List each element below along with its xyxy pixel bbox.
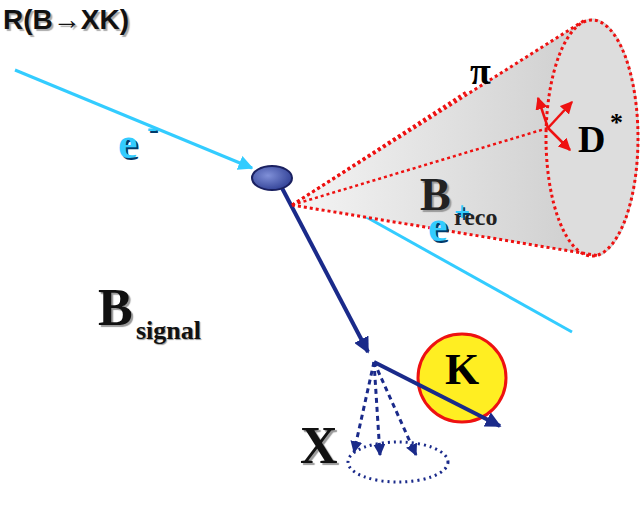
subscript-label: signal — [136, 318, 201, 344]
electron-beam — [15, 70, 252, 168]
particle-label: K — [445, 348, 479, 392]
charge-sign: - — [147, 112, 157, 142]
particle-label: D — [578, 120, 605, 158]
diagram-title: R(B→XK) — [3, 6, 129, 34]
interaction-point — [252, 166, 292, 190]
x-system-ellipse — [348, 442, 448, 482]
b-label: B — [98, 282, 133, 334]
beam-label: e — [118, 122, 138, 166]
kaon-circle: K — [416, 332, 508, 424]
particle-label: π — [470, 52, 491, 90]
x-label: X — [300, 420, 338, 472]
beam-label: e — [428, 205, 448, 249]
charge-sign: + — [454, 198, 470, 226]
superscript-label: * — [610, 110, 623, 136]
